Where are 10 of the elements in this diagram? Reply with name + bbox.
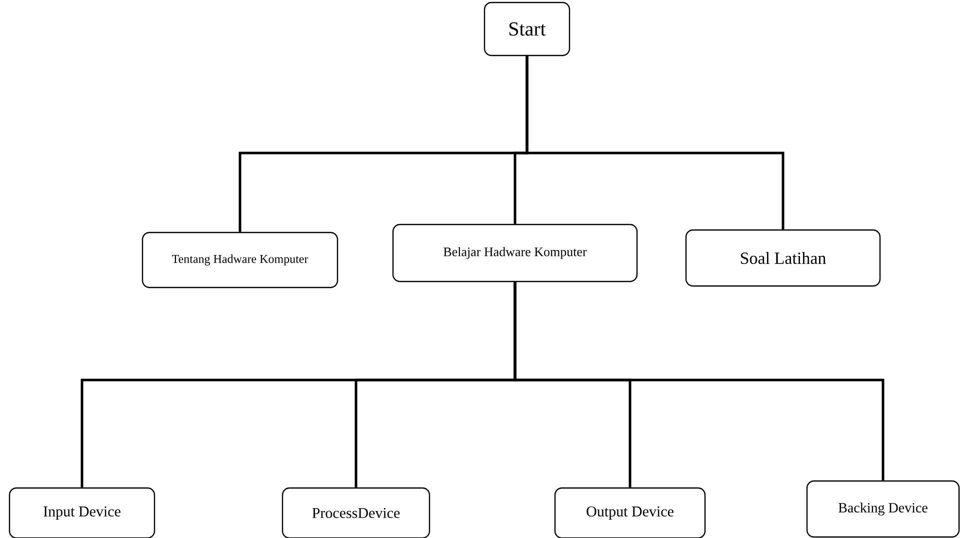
process-box: Belajar Hadware Komputer xyxy=(392,224,638,282)
process-box: Output Device xyxy=(554,487,706,538)
process-box: Backing Device xyxy=(806,480,960,538)
connector-line xyxy=(514,282,884,480)
connector-line xyxy=(526,56,784,230)
process-box: Start xyxy=(484,2,570,56)
process-box: Tentang Hadware Komputer xyxy=(142,232,338,288)
process-box: Input Device xyxy=(8,487,156,538)
process-box: ProcessDevice xyxy=(282,487,430,538)
process-box: Soal Latihan xyxy=(685,229,881,287)
